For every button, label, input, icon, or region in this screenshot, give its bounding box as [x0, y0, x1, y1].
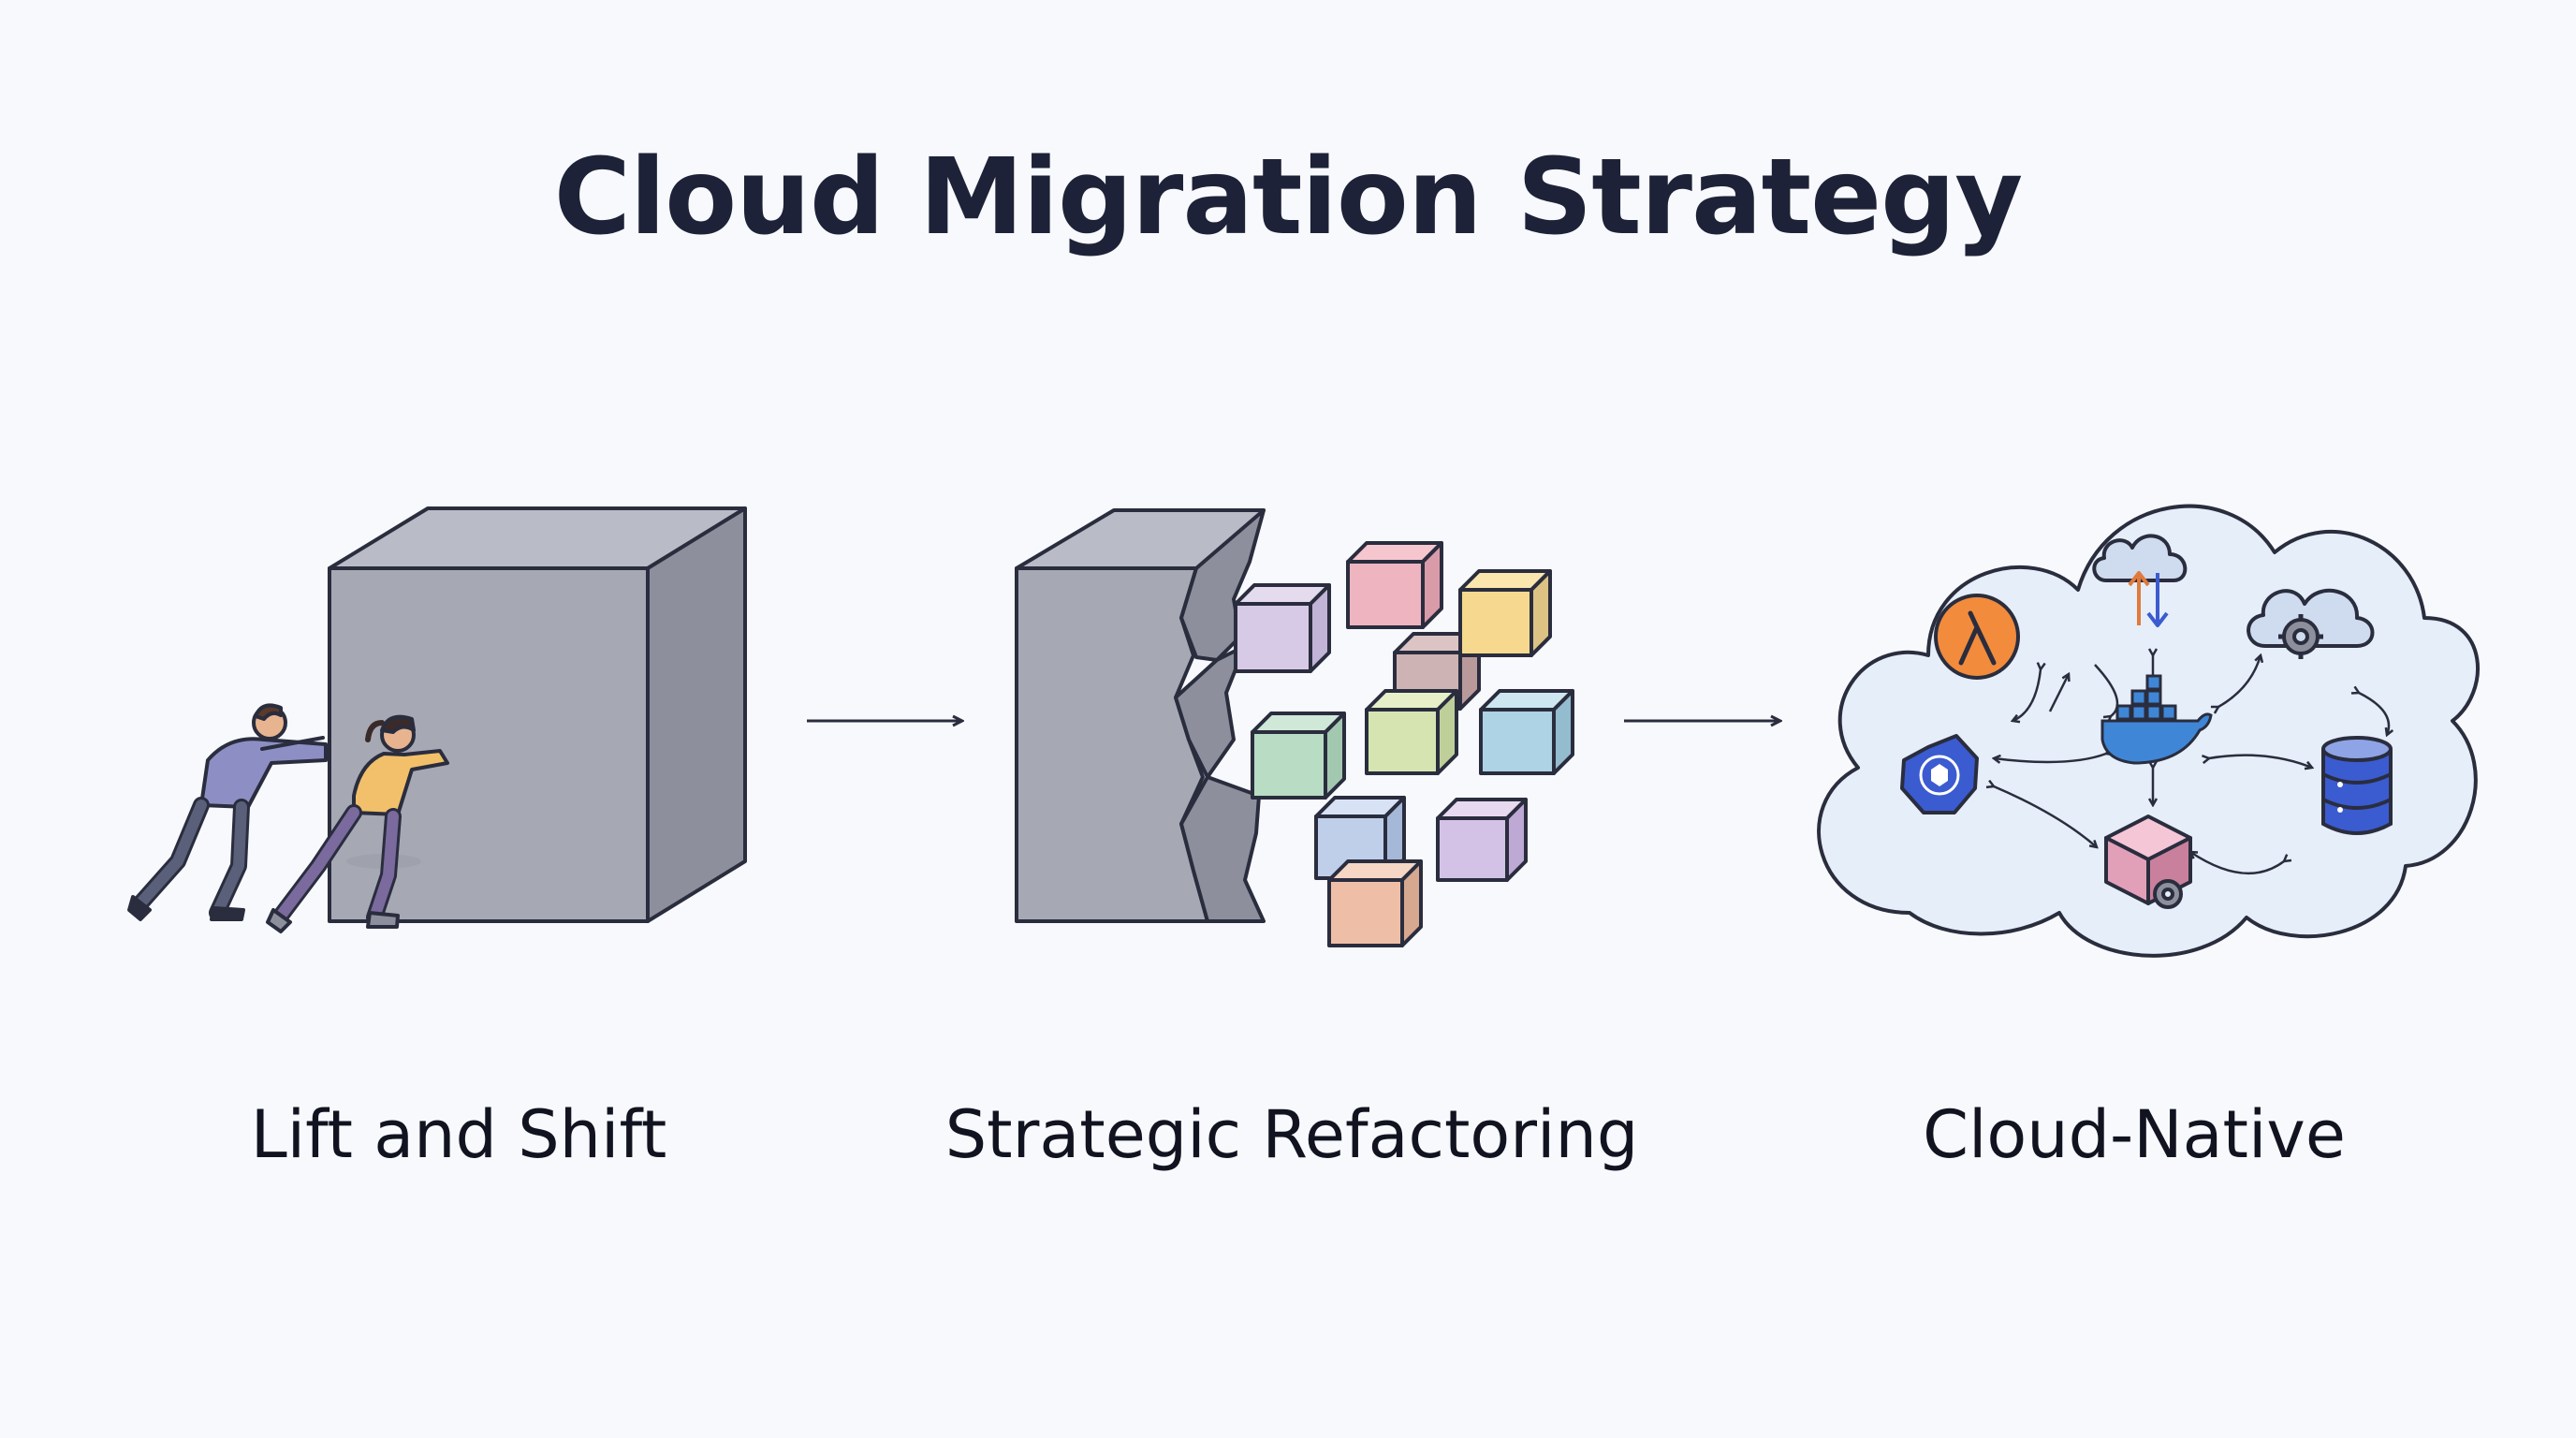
monolith-cube: [328, 506, 747, 923]
database-icon: [2321, 736, 2393, 835]
stage-label-cloud-native: Cloud-Native: [1923, 1096, 2346, 1173]
kubernetes-icon: [1900, 734, 1979, 814]
broken-monolith: [1015, 508, 1266, 923]
person-pushing-icon: [266, 714, 449, 933]
microservice-cube: [1327, 859, 1423, 947]
microservice-cube: [1479, 689, 1574, 775]
stage-label-lift-and-shift: Lift and Shift: [250, 1096, 667, 1173]
docker-icon: [2100, 674, 2213, 765]
lift-and-shift-illustration: [127, 506, 747, 933]
microservice-cube: [1436, 798, 1528, 882]
cloud-transfer-icon: [2092, 534, 2188, 627]
container-cube-icon: [2104, 814, 2192, 909]
stage-label-strategic-refactoring: Strategic Refactoring: [944, 1096, 1639, 1173]
microservice-cube: [1234, 583, 1331, 673]
strategic-refactoring-illustration: [1015, 508, 1574, 947]
cloud-connections: [1994, 655, 2389, 875]
lambda-icon: [1934, 594, 2020, 680]
microservice-cube: [1365, 689, 1458, 775]
cloud-native-illustration: [1817, 504, 2480, 958]
cloud-gear-icon: [2247, 588, 2375, 659]
microservice-cube: [1346, 541, 1443, 629]
page-title: Cloud Migration Strategy: [553, 137, 2024, 258]
microservice-cube: [1251, 712, 1346, 800]
microservice-cube: [1458, 569, 1552, 657]
person-pushing-icon: [127, 703, 328, 921]
